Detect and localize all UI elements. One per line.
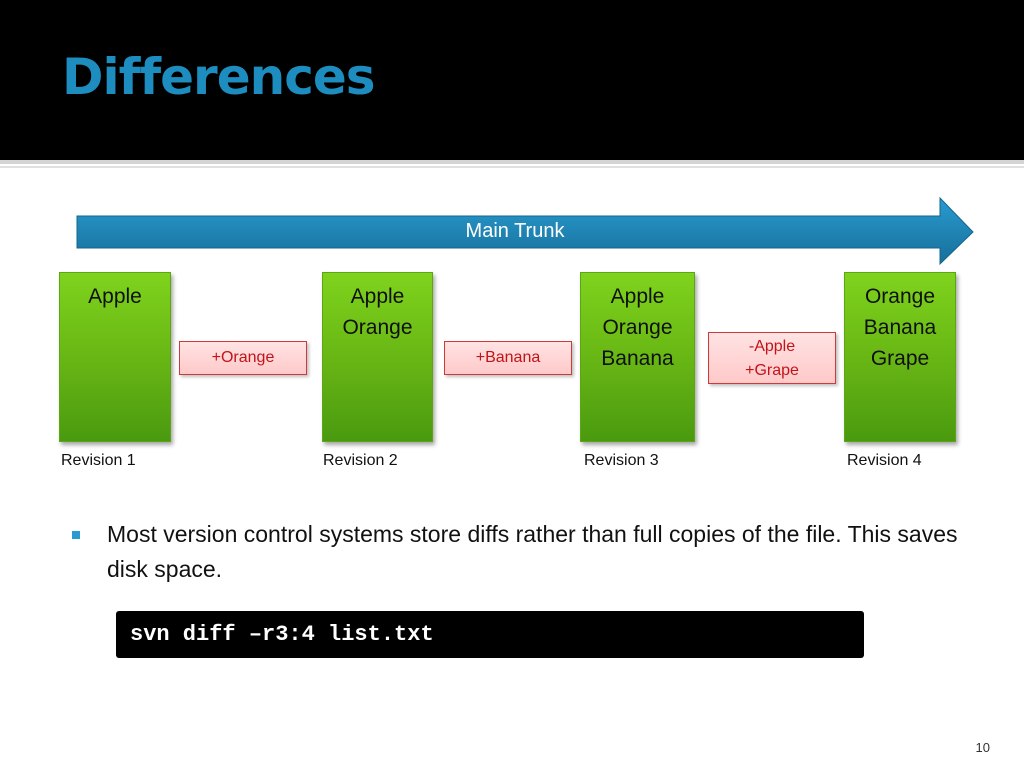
slide-title: Differences bbox=[62, 48, 376, 106]
revision-3-box: Apple Orange Banana bbox=[580, 272, 695, 442]
revision-4-item: Orange bbox=[864, 285, 936, 308]
diff-2-box: +Banana bbox=[444, 341, 572, 375]
diff-3-line: +Grape bbox=[745, 362, 799, 379]
revision-3-label: Revision 3 bbox=[584, 452, 659, 469]
code-block: svn diff –r3:4 list.txt bbox=[116, 611, 864, 658]
revision-2-label: Revision 2 bbox=[323, 452, 398, 469]
title-bar: Differences bbox=[0, 0, 1024, 160]
bullet-marker bbox=[72, 531, 80, 539]
revision-1-label: Revision 1 bbox=[61, 452, 136, 469]
revision-4-item: Banana bbox=[863, 316, 937, 339]
title-divider-secondary bbox=[0, 166, 1024, 168]
diff-2-line: +Banana bbox=[475, 349, 541, 366]
main-trunk-label: Main Trunk bbox=[465, 220, 565, 242]
title-divider bbox=[0, 160, 1024, 164]
diff-3-box: -Apple +Grape bbox=[708, 332, 836, 384]
page-number: 10 bbox=[975, 740, 990, 755]
revision-3-item: Orange bbox=[602, 316, 673, 339]
revision-1-box: Apple bbox=[59, 272, 171, 442]
revision-1-item: Apple bbox=[88, 285, 142, 308]
diff-3-line: -Apple bbox=[748, 338, 796, 355]
bullet-text: Most version control systems store diffs… bbox=[107, 521, 958, 582]
revision-3-item: Banana bbox=[601, 347, 674, 370]
revision-2-box: Apple Orange bbox=[322, 272, 433, 442]
diff-1-box: +Orange bbox=[179, 341, 307, 375]
revision-2-item: Apple bbox=[350, 285, 405, 308]
revision-3-item: Apple bbox=[610, 285, 665, 308]
revision-4-item: Grape bbox=[870, 347, 930, 370]
revision-4-label: Revision 4 bbox=[847, 452, 922, 469]
main-trunk-arrow bbox=[76, 196, 974, 266]
revision-2-item: Orange bbox=[342, 316, 413, 339]
revision-4-box: Orange Banana Grape bbox=[844, 272, 956, 442]
code-command: svn diff –r3:4 list.txt bbox=[130, 622, 434, 647]
diff-1-line: +Orange bbox=[211, 349, 275, 366]
